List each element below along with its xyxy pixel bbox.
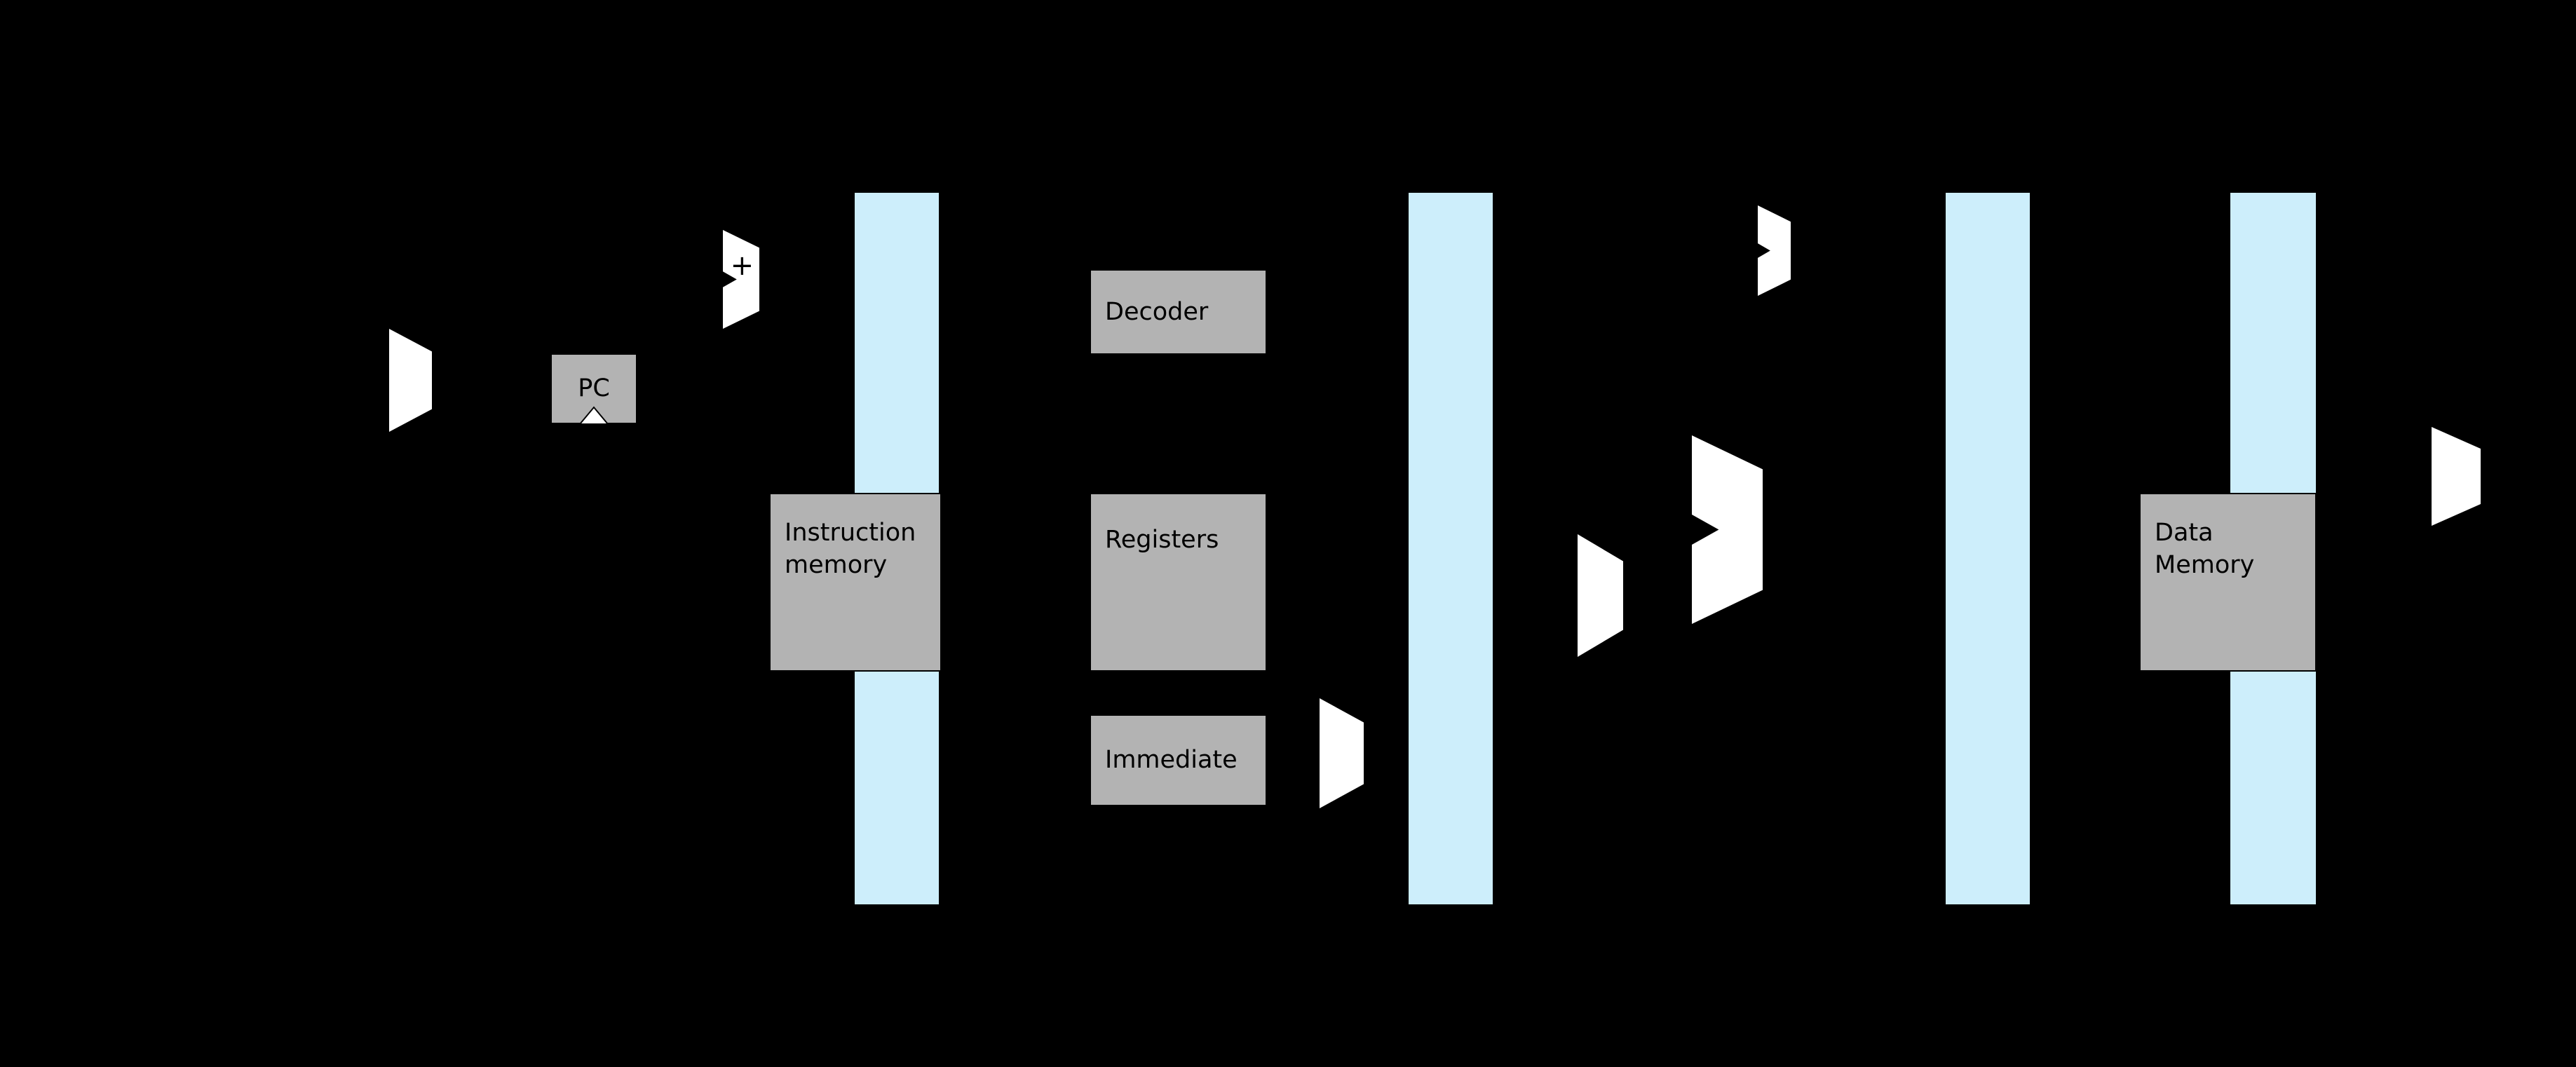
data-memory-block: Data Memory — [2139, 493, 2317, 672]
data-memory-label-line2: Memory — [2155, 551, 2255, 580]
data-memory-label-line1: Data — [2155, 519, 2214, 547]
instruction-memory-label-line2: memory — [785, 551, 888, 580]
registers-label: Registers — [1105, 526, 1219, 554]
decoder-label: Decoder — [1105, 297, 1209, 326]
instruction-memory-label-line1: Instruction — [785, 519, 916, 547]
writeback-mux-icon — [2432, 427, 2481, 526]
pc-adder-icon: + — [723, 230, 759, 329]
decoder-block: Decoder — [1090, 269, 1267, 355]
pipeline-register-2 — [1408, 192, 1493, 905]
pc-adder-plus-label: + — [730, 250, 754, 282]
pc-block: PC — [550, 353, 637, 424]
fetch-mux-icon — [389, 329, 432, 432]
operand-mux-icon — [1578, 534, 1623, 657]
clock-wedge-icon — [578, 406, 609, 424]
registers-block: Registers — [1090, 493, 1267, 672]
pipeline-register-3 — [1945, 192, 2031, 905]
immediate-mux-icon — [1320, 698, 1364, 808]
immediate-block: Immediate — [1090, 714, 1267, 806]
instruction-memory-block: Instruction memory — [769, 493, 942, 672]
immediate-label: Immediate — [1105, 746, 1238, 775]
pc-label: PC — [578, 374, 610, 403]
branch-adder-icon — [1758, 205, 1791, 296]
alu-icon — [1692, 435, 1763, 624]
